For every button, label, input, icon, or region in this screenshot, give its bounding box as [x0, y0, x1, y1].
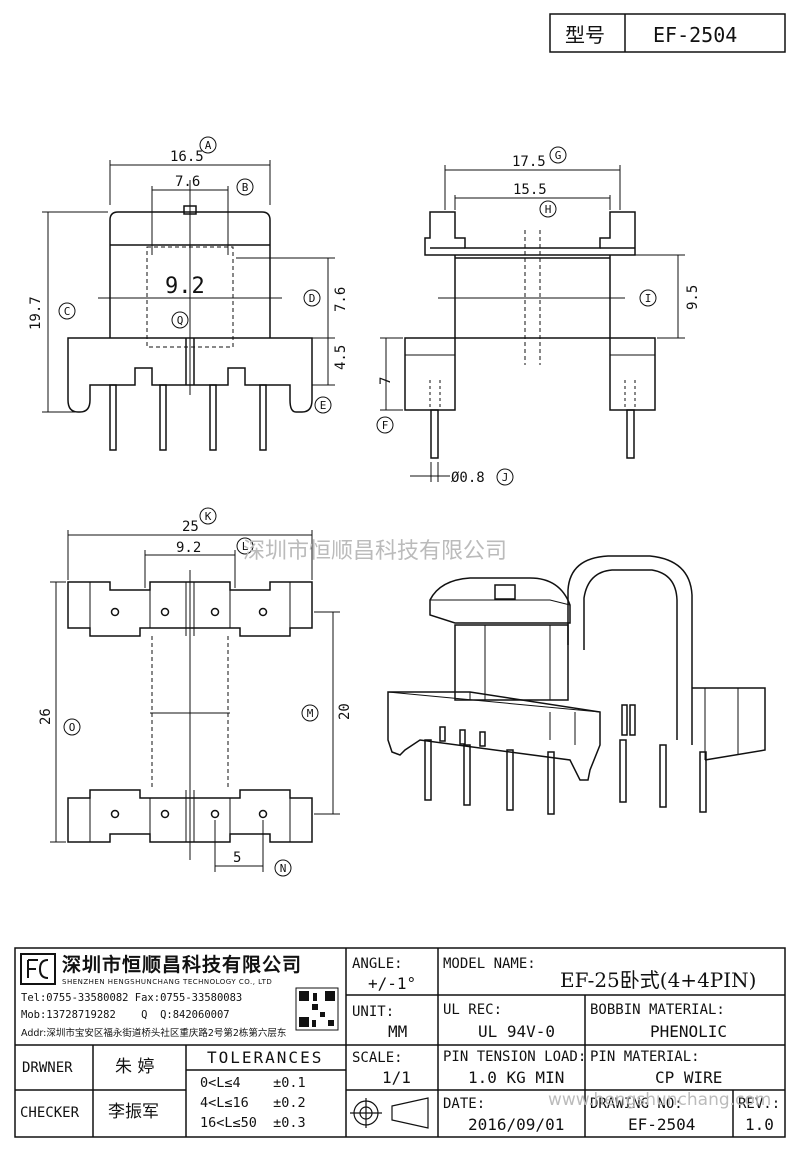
- isometric-view: [387, 555, 766, 815]
- callout-d: D: [309, 292, 316, 305]
- drawing-label: DRAWING NO:: [590, 1096, 683, 1112]
- watermark-url: www.hengshunchang.com: [548, 1090, 772, 1110]
- side-view: [380, 165, 685, 482]
- callout-j: J: [502, 471, 509, 484]
- company-name-en: SHENZHEN HENGSHUNCHANG TECHNOLOGY CO., L…: [62, 978, 273, 986]
- dim-f-value: 7: [378, 377, 394, 385]
- callout-c: C: [64, 305, 71, 318]
- scale-value: 1/1: [382, 1068, 411, 1087]
- scale-label: SCALE:: [352, 1050, 403, 1066]
- dim-c-value: 19.7: [28, 296, 44, 330]
- projection-symbol-icon: [350, 1097, 429, 1129]
- drawer-value: 朱 婷: [115, 1057, 155, 1077]
- callout-o: O: [69, 721, 76, 734]
- company-mob: Mob:13728719282 Q Q:842060007: [21, 1009, 230, 1021]
- dim-m-value: 20: [337, 703, 353, 720]
- pin-material-label: PIN MATERIAL:: [590, 1049, 700, 1065]
- bobbin-value: PHENOLIC: [650, 1022, 728, 1041]
- dim-i-value: 9.5: [685, 285, 701, 310]
- model-name-label: MODEL NAME:: [443, 956, 536, 972]
- dim-h-value: 15.5: [513, 182, 547, 198]
- callout-b: B: [242, 181, 249, 194]
- dim-e-value: 4.5: [333, 345, 349, 370]
- callout-f: F: [382, 419, 389, 432]
- company-name: 深圳市恒顺昌科技有限公司: [62, 954, 303, 976]
- dim-k-value: 25: [182, 519, 199, 535]
- unit-label: UNIT:: [352, 1004, 395, 1020]
- dim-n-value: 5: [233, 850, 241, 866]
- date-value: 2016/09/01: [468, 1115, 565, 1134]
- dim-b-value: 7.6: [175, 174, 200, 190]
- bottom-view: [50, 530, 340, 872]
- date-label: DATE:: [443, 1096, 486, 1112]
- callout-l: L: [242, 540, 249, 553]
- dim-d-value: 7.6: [333, 287, 349, 312]
- tolerance-row-1: 0<L≤4 ±0.1: [200, 1075, 306, 1091]
- tolerances-title: TOLERANCES: [207, 1048, 324, 1067]
- company-tel: Tel:0755-33580082 Fax:0755-33580083: [21, 992, 243, 1004]
- callout-q: Q: [177, 314, 184, 327]
- rev-value: 1.0: [745, 1115, 774, 1134]
- tolerance-row-3: 16<L≤50 ±0.3: [200, 1115, 306, 1131]
- rev-label: REV.:: [738, 1096, 781, 1112]
- callout-e: E: [320, 399, 327, 412]
- callout-n: N: [280, 862, 287, 875]
- pin-material-value: CP WIRE: [655, 1068, 723, 1087]
- pin-tension-value: 1.0 KG MIN: [468, 1068, 565, 1087]
- dim-j-value: Ø0.8: [451, 470, 485, 486]
- ul-value: UL 94V-0: [478, 1022, 556, 1041]
- callout-k: K: [205, 510, 212, 523]
- dim-inner-value: 9.2: [165, 274, 205, 299]
- dim-a-value: 16.5: [170, 149, 204, 165]
- checker-value: 李振军: [108, 1102, 159, 1122]
- tolerance-row-2: 4<L≤16 ±0.2: [200, 1095, 306, 1111]
- drawing-value: EF-2504: [628, 1115, 696, 1134]
- ul-label: UL REC:: [443, 1002, 503, 1018]
- unit-value: MM: [388, 1022, 408, 1041]
- dim-l-value: 9.2: [176, 540, 201, 556]
- drawer-label: DRWNER: [22, 1060, 73, 1076]
- bobbin-label: BOBBIN MATERIAL:: [590, 1002, 725, 1018]
- model-header-label: 型号: [565, 23, 605, 47]
- watermark-text: 深圳市恒顺昌科技有限公司: [243, 539, 507, 564]
- pin-tension-label: PIN TENSION LOAD:: [443, 1049, 587, 1065]
- front-view: [42, 160, 335, 451]
- title-block: [14, 947, 786, 1138]
- dim-g-value: 17.5: [512, 154, 546, 170]
- callout-a: A: [205, 139, 212, 152]
- checker-label: CHECKER: [20, 1105, 80, 1121]
- callout-m: M: [307, 707, 314, 720]
- callout-h: H: [545, 203, 552, 216]
- callout-g: G: [555, 149, 562, 162]
- model-header-box: [549, 13, 786, 53]
- angle-label: ANGLE:: [352, 956, 403, 972]
- angle-value: +/-1°: [368, 974, 417, 993]
- model-name-value: EF-25卧式(4+4PIN): [560, 968, 757, 992]
- company-addr: Addr:深圳市宝安区福永街道桥头社区重庆路2号第2栋第六层东: [21, 1028, 287, 1039]
- dim-o-value: 26: [38, 708, 54, 725]
- callout-i: I: [645, 292, 652, 305]
- model-header-value: EF-2504: [653, 23, 737, 47]
